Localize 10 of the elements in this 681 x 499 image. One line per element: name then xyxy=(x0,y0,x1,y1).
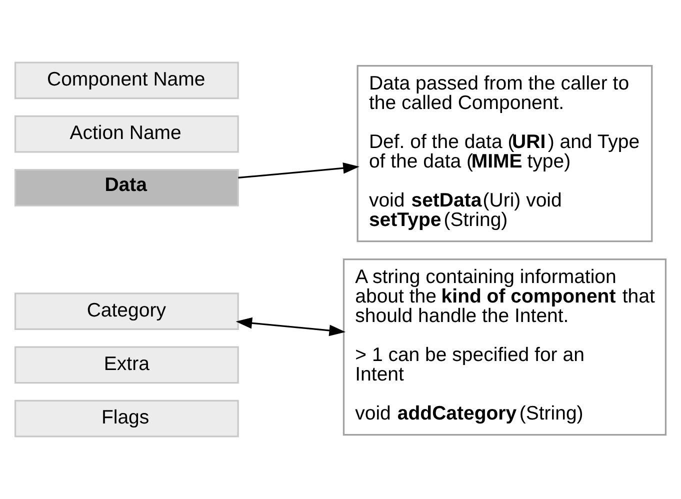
arrow xyxy=(238,162,360,178)
node-box: Flags xyxy=(14,400,239,438)
node-box: Category xyxy=(14,292,239,330)
node-box: Component Name xyxy=(14,62,239,100)
node-box: Data passed from the caller to the called Component. Def. of the data (URI) and Type of the data (MIME type) void setData(Uri) void setType(String) xyxy=(356,64,653,242)
node-box: Action Name xyxy=(14,115,239,153)
arrow xyxy=(236,317,346,336)
node-box: Data xyxy=(14,169,239,206)
node-box: A string containing information about the kind of component that should handle the Intent. > 1 can be specified for an Intent void addCategory(String) xyxy=(342,258,667,436)
node-box: Extra xyxy=(14,346,239,384)
